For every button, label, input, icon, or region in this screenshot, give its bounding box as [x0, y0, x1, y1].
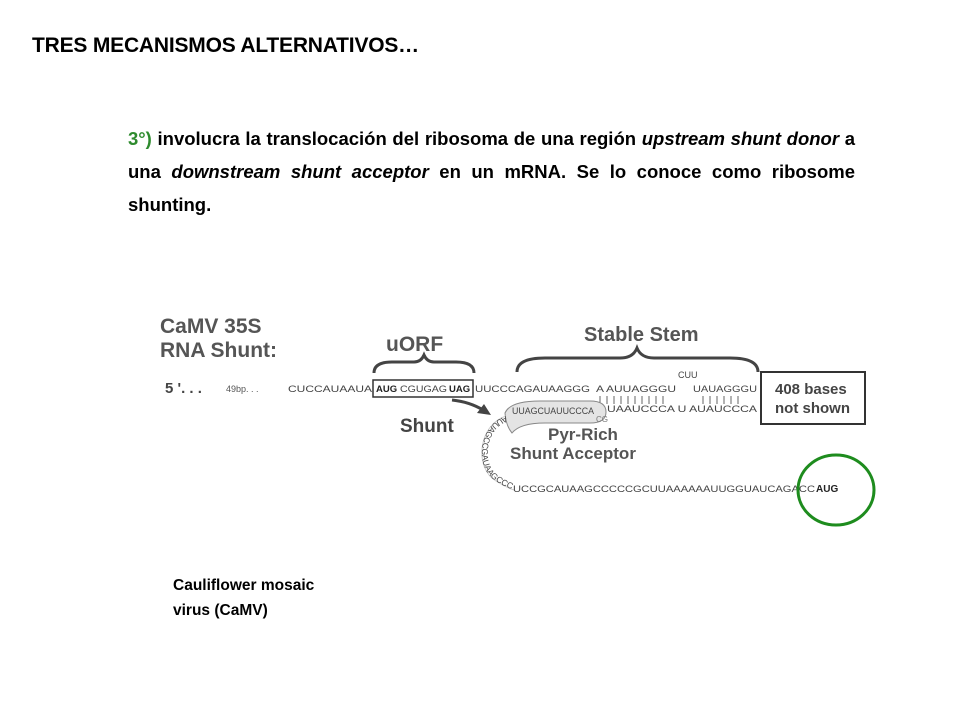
shunt-arrowhead	[477, 404, 491, 415]
not-shown-line2: not shown	[775, 400, 850, 417]
sequence-lead: CUCCAUAAUA	[288, 384, 373, 395]
para-italic-2: downstream shunt acceptor	[171, 161, 429, 182]
sequence-stem-loop: CUU	[678, 370, 698, 380]
caption-line2: virus (CaMV)	[173, 602, 268, 619]
shunt-arrow	[451, 398, 484, 412]
caption-line1: Cauliflower mosaic	[173, 577, 315, 594]
shunt-label: Shunt	[400, 416, 454, 437]
uorf-brace	[372, 351, 476, 374]
aug-highlight-circle	[796, 453, 876, 527]
uorf-box	[372, 379, 474, 398]
shunt-acceptor-label: Shunt Acceptor	[510, 444, 636, 463]
start-codon: AUG	[376, 384, 397, 395]
not-shown-box	[760, 371, 866, 425]
diagram-heading-line2: RNA Shunt:	[160, 339, 277, 362]
sequence-stem-top-2: UAUAGGGU	[693, 384, 757, 395]
pyr-rich-label: Pyr-Rich	[548, 425, 618, 444]
sequence-after-uorf: UUCCCAGAUAAGGG	[475, 384, 590, 395]
pyr-rich-tube	[504, 400, 607, 434]
para-text-3: en un mRNA. Se lo conoce como ribosome s…	[128, 161, 856, 215]
sequence-stem-bottom: UAAUCCCA U AUAUCCCA	[607, 404, 758, 415]
para-text-2: a una	[128, 128, 856, 182]
stem-base-pair-ticks	[599, 396, 739, 404]
diagram-heading-line1: CaMV 35S	[160, 315, 262, 338]
sequence-bottom: UCCGCAUAAGCCCCCGCUUAAAAAAUUGGUAUCAGACC	[513, 484, 815, 495]
para-italic-1: upstream shunt donor	[641, 128, 840, 149]
sequence-uorf-mid: CGUGAG	[400, 384, 447, 395]
stable-stem-brace	[515, 343, 760, 373]
not-shown-line1: 408 bases	[775, 381, 847, 398]
bp-label: 49bp. . .	[226, 384, 259, 394]
item-number: 3°)	[128, 128, 152, 149]
slide-title: TRES MECANISMOS ALTERNATIVOS…	[32, 34, 419, 57]
pyr-rich-tube-sequence: UUAGCUAUUCCCA	[512, 406, 595, 417]
final-start-codon: AUG	[816, 484, 838, 495]
stable-stem-label: Stable Stem	[584, 324, 698, 346]
five-prime-label: 5 '. . .	[165, 380, 202, 397]
sequence-stem-top-1: A AUUAGGGU	[596, 384, 676, 395]
uorf-label: uORF	[386, 333, 443, 356]
para-text-1: involucra la translocación del ribosoma …	[151, 128, 642, 149]
pyr-rich-tube-end: CG	[596, 415, 608, 424]
stop-codon: UAG	[449, 384, 470, 395]
description-paragraph: 3°) involucra la translocación del ribos…	[128, 122, 855, 221]
figure-caption: Cauliflower mosaic virus (CaMV)	[173, 573, 314, 623]
